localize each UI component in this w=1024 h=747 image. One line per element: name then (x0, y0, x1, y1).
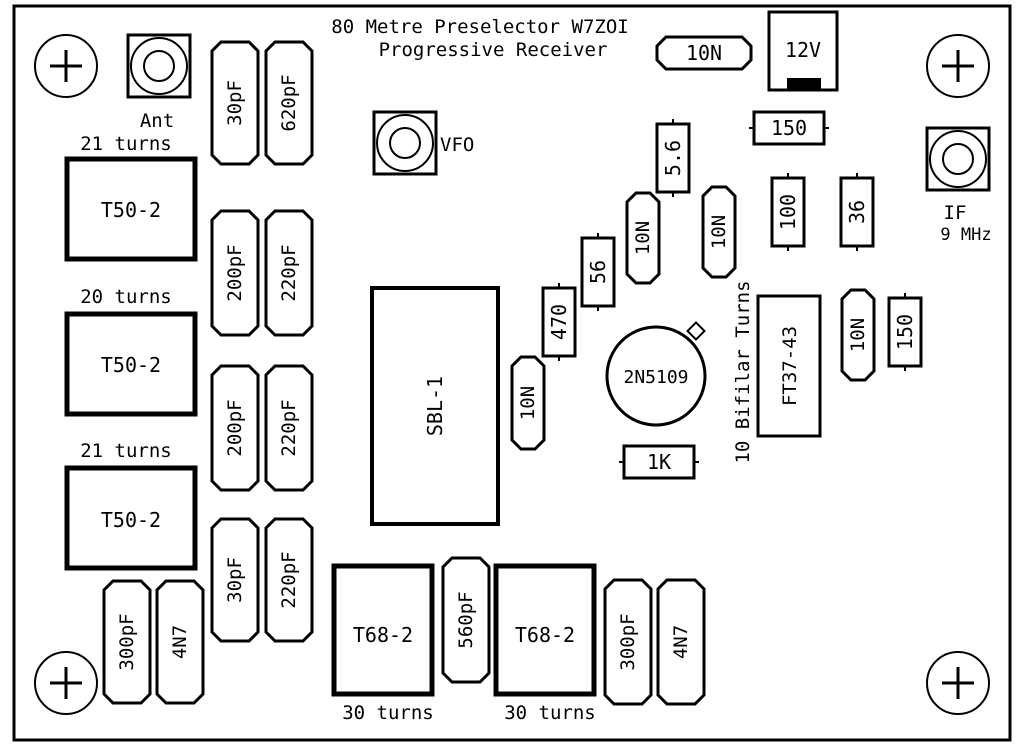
plus-circle-icon (926, 34, 990, 98)
board-outline (12, 4, 1012, 742)
capacitor: 560pF (441, 556, 491, 684)
resistor: 56 (580, 233, 616, 311)
turns-label: 20 turns (80, 286, 172, 308)
ant-label: Ant (140, 110, 174, 132)
capacitor-value: 10N (632, 221, 654, 255)
toroid-label: T50-2 (101, 198, 161, 222)
toroid-ft37 (756, 294, 822, 438)
capacitor-value: 30pF (224, 80, 246, 126)
plus-circle-icon (34, 34, 98, 98)
capacitors: 30pF 620pF 200pF 220pF 200pF 220pF 30pF 220pF 30… (102, 35, 876, 706)
capacitor-value: 30pF (224, 557, 246, 603)
capacitor: 10N (625, 191, 661, 285)
capacitor-value: 300pF (617, 613, 639, 670)
ant-connector (126, 33, 192, 99)
turns-label: 30 turns (342, 702, 434, 724)
capacitor: 620pF (264, 40, 314, 166)
toroid-label: T68-2 (353, 623, 413, 647)
capacitor: 4N7 (656, 578, 706, 706)
plus-circle-icon (926, 651, 990, 715)
capacitor: 30pF (210, 40, 260, 166)
toroid-t2 (64, 311, 198, 417)
capacitor-value: 10N (847, 318, 869, 352)
capacitor: 220pF (264, 517, 314, 643)
if-freq-label: 9 MHz (940, 225, 991, 245)
capacitor-value: 10N (686, 41, 722, 65)
capacitor-value: 300pF (116, 613, 138, 670)
turns-label: 21 turns (80, 440, 172, 462)
if-label: IF (944, 202, 967, 224)
power-label: 12V (785, 38, 821, 62)
capacitor-value: 200pF (224, 399, 246, 456)
capacitor: 10N (701, 185, 737, 279)
resistor: 100 (770, 173, 806, 251)
resistor-value: 150 (893, 314, 917, 350)
resistor-value: 100 (776, 194, 800, 230)
vfo-connector (372, 110, 438, 176)
resistor-value: 1K (647, 450, 671, 474)
resistors: 150 5.6 100 36 56 470 1K 150 (541, 110, 923, 480)
capacitor: 10N (655, 35, 753, 71)
resistor-value: 5.6 (661, 140, 685, 176)
turns-label: 21 turns (80, 133, 172, 155)
transistor-2n5109 (605, 321, 707, 427)
capacitor: 300pF (603, 578, 653, 706)
capacitor-value: 10N (708, 215, 730, 249)
resistor: 150 (749, 110, 829, 146)
toroid-t5 (493, 563, 597, 697)
toroid-label: FT37-43 (779, 326, 801, 406)
resistor-value: 150 (771, 116, 807, 140)
resistor: 1K (619, 444, 699, 480)
capacitor-value: 220pF (278, 399, 300, 456)
toroid-label: T50-2 (101, 353, 161, 377)
capacitor-value: 220pF (278, 551, 300, 608)
resistor: 470 (541, 283, 577, 361)
title-line2: Progressive Receiver (379, 39, 608, 61)
plus-circle-icon (34, 651, 98, 715)
capacitor: 10N (510, 355, 546, 451)
vfo-label: VFO (440, 134, 474, 156)
toroid-t4 (331, 563, 435, 697)
capacitor-value: 4N7 (670, 625, 692, 659)
capacitor: 4N7 (155, 579, 205, 705)
capacitor-value: 4N7 (169, 625, 191, 659)
capacitor: 200pF (210, 364, 260, 492)
toroid-t1 (64, 156, 198, 262)
toroid-label: T68-2 (515, 623, 575, 647)
capacitor-value: 220pF (278, 244, 300, 301)
resistor: 150 (887, 293, 923, 371)
resistor: 5.6 (655, 119, 691, 197)
title-line1: 80 Metre Preselector W7ZOI (331, 16, 628, 38)
capacitor: 220pF (264, 364, 314, 492)
resistor: 36 (839, 173, 875, 251)
capacitor: 10N (840, 288, 876, 382)
capacitor-value: 560pF (455, 591, 477, 648)
resistor-value: 56 (586, 260, 610, 284)
turns-label: 30 turns (504, 702, 596, 724)
capacitor: 30pF (210, 517, 260, 643)
mixer-sbl1 (370, 286, 500, 526)
transistor-label: 2N5109 (623, 367, 688, 388)
capacitor: 300pF (102, 579, 152, 705)
toroid-t3 (64, 465, 198, 571)
capacitor-value: 620pF (278, 74, 300, 131)
capacitor: 220pF (264, 209, 314, 337)
power-connector (767, 10, 839, 92)
toroid-label: T50-2 (101, 508, 161, 532)
turns-label: 10 Bifilar Turns (732, 280, 754, 463)
capacitor-value: 200pF (224, 244, 246, 301)
capacitor-value: 10N (517, 386, 539, 420)
mixer-label: SBL-1 (423, 376, 447, 436)
capacitor: 200pF (210, 209, 260, 337)
resistor-value: 470 (547, 304, 571, 340)
if-connector (925, 126, 991, 192)
resistor-value: 36 (845, 200, 869, 224)
